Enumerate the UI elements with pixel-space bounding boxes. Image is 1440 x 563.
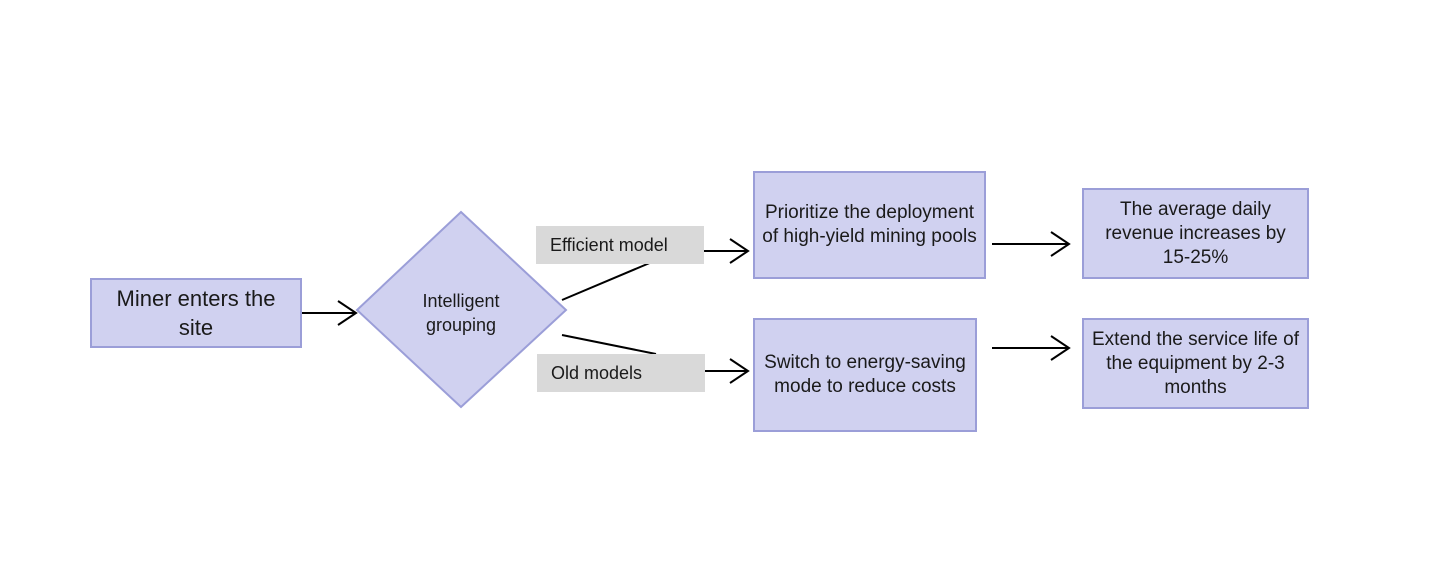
arrowhead-efficient-to-action [729,238,750,264]
arrowhead-start-to-decision [337,300,358,326]
efficient-action-node: Prioritize the deployment of high-yield … [753,171,986,279]
decision-node-label: Intelligent grouping [422,291,500,335]
decision-diamond [355,210,568,409]
efficient-result-node: The average daily revenue increases by 1… [1082,188,1309,279]
old-result-label: Extend the service life of the equipment… [1092,328,1299,398]
connector-decision-to-old [561,334,657,355]
old-action-label: Switch to energy-saving mode to reduce c… [764,352,966,397]
efficient-result-label: The average daily revenue increases by 1… [1105,198,1286,268]
arrowhead-old-action-to-result [1050,335,1071,361]
old-action-node: Switch to energy-saving mode to reduce c… [753,318,977,432]
efficient-action-label: Prioritize the deployment of high-yield … [762,202,977,247]
start-node-label: Miner enters the site [116,286,276,340]
connector-decision-to-efficient [561,261,653,301]
arrowhead-old-to-action [729,358,750,384]
old-result-node: Extend the service life of the equipment… [1082,318,1309,409]
edge-label-old: Old models [537,354,705,392]
edge-label-efficient: Efficient model [536,226,704,264]
arrowhead-efficient-action-to-result [1050,231,1071,257]
start-node: Miner enters the site [90,278,302,348]
